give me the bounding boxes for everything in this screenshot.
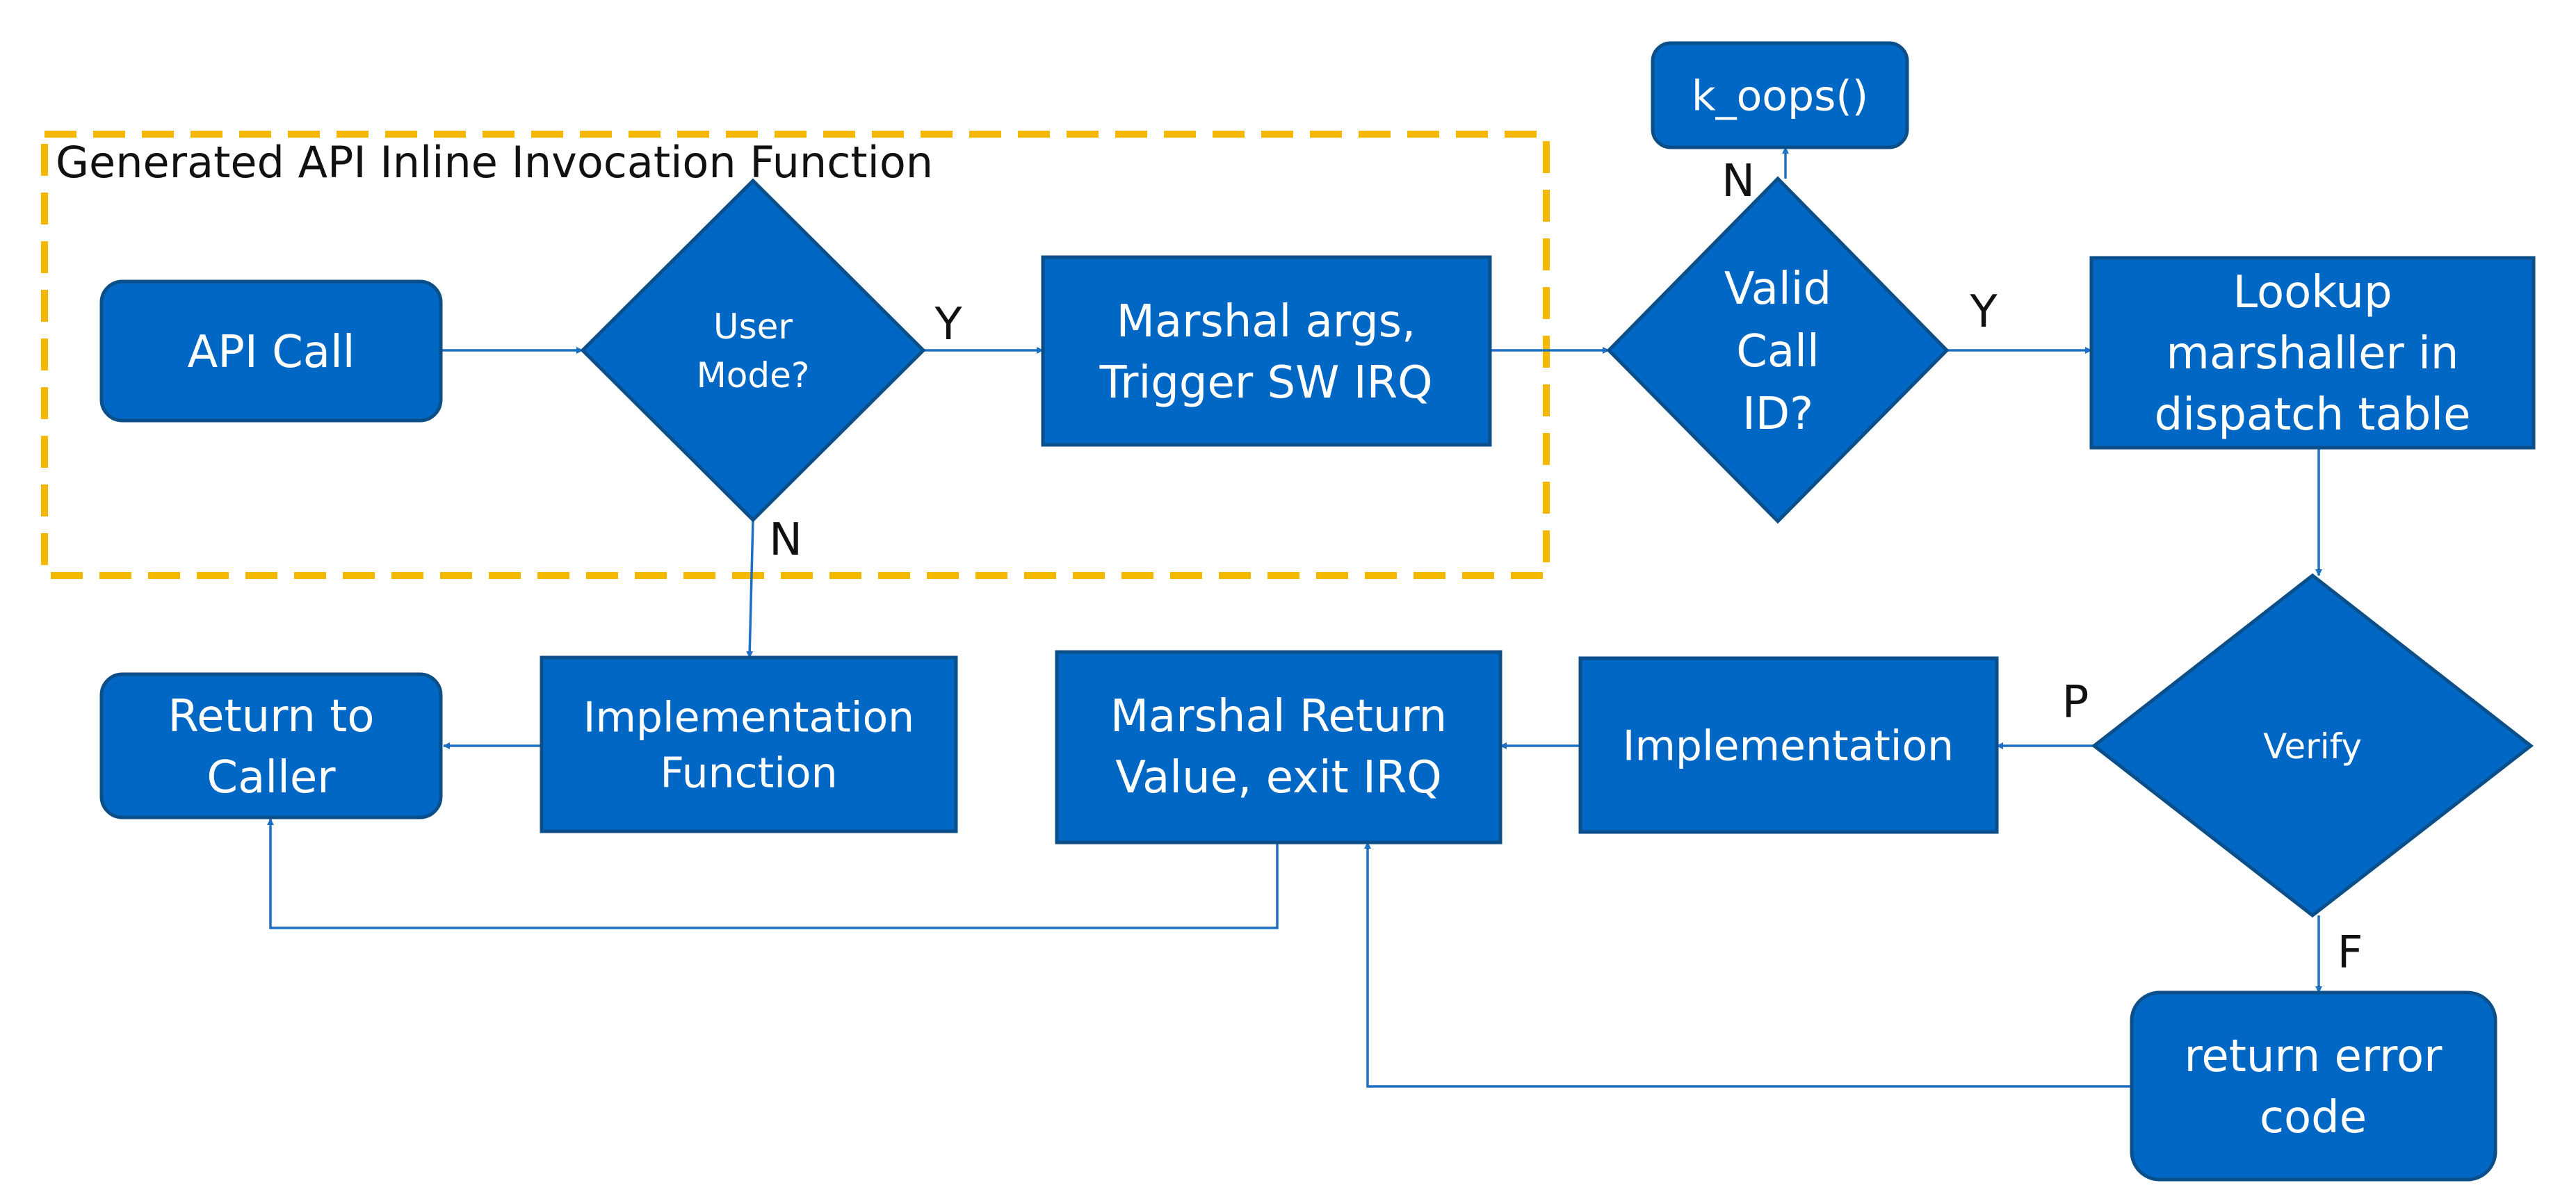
return-to-caller-shape [99,672,443,819]
node-label-line: Marshal Return [1110,691,1447,742]
marshal-args-shape [1041,255,1492,447]
node-label-line: return error [2185,1031,2443,1082]
edge-user-mode-to-impl-function [746,519,754,658]
node-label-line: Trigger SW IRQ [1099,357,1432,409]
edge-label-user-mode-yes: Y [934,299,962,350]
node-return-to-caller: Return to Caller [99,672,443,819]
lookup-shape [2089,256,2536,450]
implementation-label: Implementation [1623,722,1954,771]
return-error-label: return error code [2185,1031,2443,1143]
node-label-line: Function [660,749,837,798]
marshal-args-label: Marshal args, Trigger SW IRQ [1099,296,1432,409]
node-label-line: API Call [187,327,355,378]
node-label-line: Value, exit IRQ [1115,752,1442,804]
edge-return-error-to-marshal-return [1364,842,2132,1088]
node-k-oops: k_oops() [1651,41,1909,149]
edge-label-valid-no: N [1722,156,1755,207]
node-verify-decision: Verify [2091,573,2534,918]
inline-function-group-border [41,131,1550,579]
user-mode-shape [580,178,926,523]
node-label-line: dispatch table [2155,389,2471,441]
edge-marshal-return-to-caller [267,818,1279,929]
edge-label-valid-yes: Y [1969,286,1998,338]
implementation-shape [1578,656,1999,834]
node-label-line: Mode? [697,355,810,395]
edge-label-user-mode-no: N [769,514,802,566]
inline-function-group-label: Generated API Inline Invocation Function [56,137,933,188]
implementation-function-shape [540,655,958,833]
node-label-line: Marshal args, [1117,296,1416,348]
node-label-line: User [713,307,793,347]
edge-label-verify-fail: F [2338,927,2363,979]
node-implementation: Implementation [1578,656,1999,834]
node-label-line: Verify [2263,726,2362,767]
node-label-line: Call [1736,326,1819,377]
node-label-line: Caller [206,752,336,804]
node-label-line: ID? [1742,389,1813,440]
return-error-shape [2130,990,2497,1182]
k-oops-shape [1651,41,1909,149]
node-label-line: Lookup [2233,267,2392,318]
marshal-return-shape [1055,650,1502,845]
verify-shape [2091,573,2534,918]
node-marshal-args: Marshal args, Trigger SW IRQ [1041,255,1492,447]
node-api-call: API Call [99,279,443,423]
edge-label-verify-pass: P [2062,677,2089,728]
node-label-line: Return to [168,691,375,742]
connectors [267,147,2322,1088]
node-label-line: Valid [1724,263,1831,315]
k-oops-label: k_oops() [1692,72,1868,121]
node-lookup: Lookup marshaller in dispatch table [2089,256,2536,450]
node-label-line: marshaller in [2166,328,2459,380]
api-call-label: API Call [187,327,355,378]
api-call-shape [99,279,443,423]
verify-label: Verify [2263,726,2362,767]
valid-call-shape [1606,176,1950,524]
node-label-line: k_oops() [1692,72,1868,121]
node-label-line: Implementation [1623,722,1954,771]
lookup-label: Lookup marshaller in dispatch table [2155,267,2471,441]
return-to-caller-label: Return to Caller [168,691,375,804]
node-label-line: Implementation [583,694,914,742]
node-label-line: code [2260,1092,2367,1143]
node-return-error-code: return error code [2130,990,2497,1182]
